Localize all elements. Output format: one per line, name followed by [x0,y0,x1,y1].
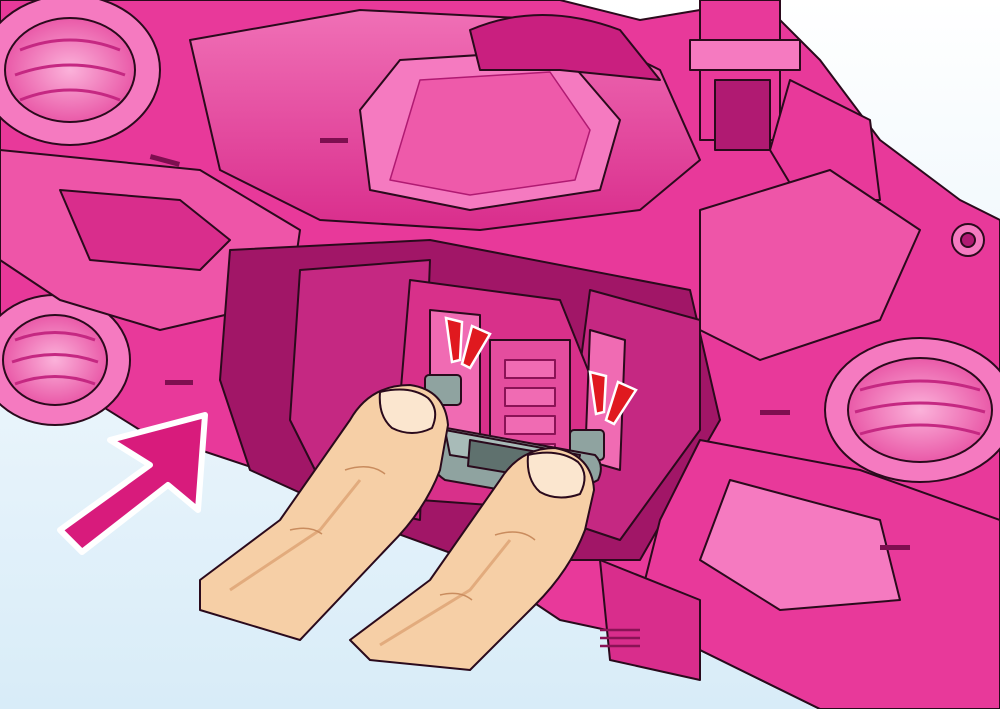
right-lug [952,224,984,256]
vent-right [825,338,1000,482]
